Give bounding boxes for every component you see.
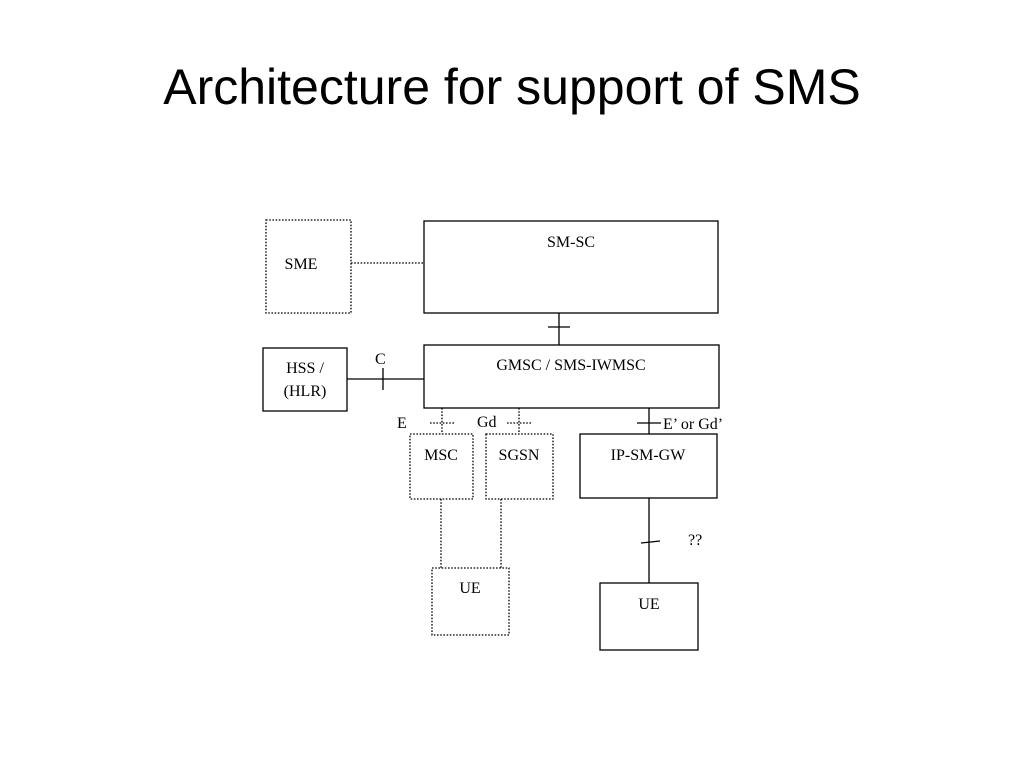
smsc-label: SM-SC (547, 234, 595, 251)
hss-node: HSS / (HLR) (262, 347, 348, 412)
interface-e-label: E (397, 415, 407, 432)
ue-right-label: UE (638, 596, 659, 613)
ue-right-node: UE (599, 582, 699, 651)
unknown-interface-tick (640, 540, 661, 544)
ue-left-label: UE (459, 580, 480, 597)
sme-label: SME (285, 256, 318, 273)
sgsn-node: SGSN (485, 433, 554, 500)
smsc-node: SM-SC (423, 220, 719, 314)
interface-e-or-gd-label: E’ or Gd’ (663, 416, 723, 433)
hss-label-line1: HSS / (286, 360, 324, 377)
gmsc-label: GMSC / SMS-IWMSC (496, 357, 645, 374)
hss-label-line2: (HLR) (284, 383, 327, 400)
sgsn-label: SGSN (499, 447, 540, 464)
ipsmgw-node: IP-SM-GW (579, 433, 718, 499)
ipsmgw-label: IP-SM-GW (611, 447, 687, 464)
interface-gd-label: Gd (477, 414, 497, 431)
gmsc-node: GMSC / SMS-IWMSC (423, 344, 720, 409)
msc-node: MSC (409, 433, 474, 500)
msc-label: MSC (424, 447, 458, 464)
sme-node: SME (265, 219, 352, 314)
ue-left-node: UE (431, 567, 510, 636)
slide-title: Architecture for support of SMS (163, 59, 861, 115)
interface-unknown-label: ?? (688, 532, 702, 549)
interface-c-label: C (375, 351, 386, 368)
